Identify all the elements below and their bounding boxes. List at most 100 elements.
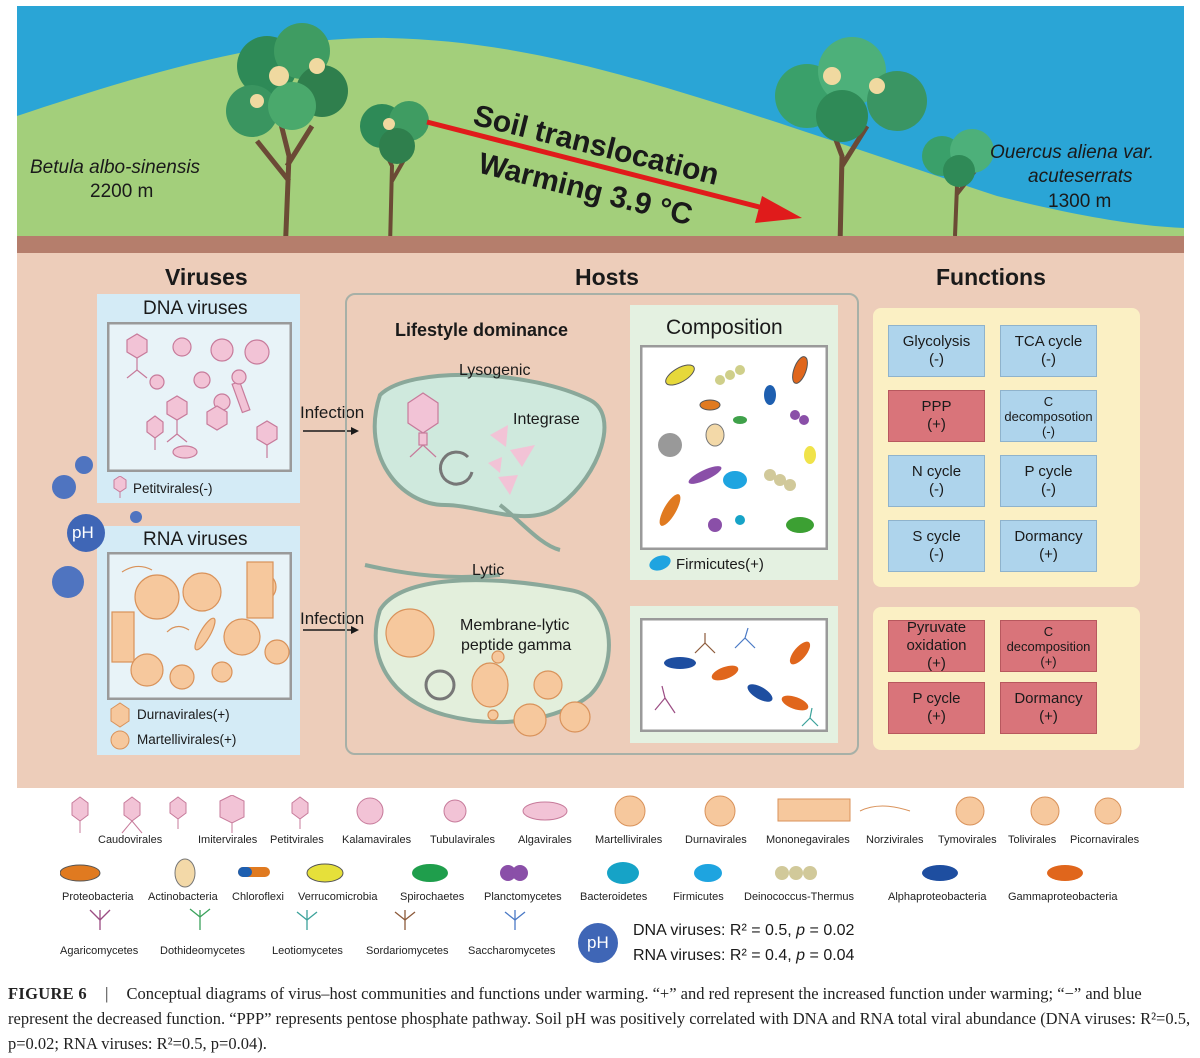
legend-verrucomicrobia: Verrucomicrobia	[298, 891, 378, 903]
tree-icon	[775, 37, 927, 247]
legend-petitvirales: Petitvirales	[270, 834, 324, 846]
infection-label-dna: Infection	[300, 403, 365, 422]
function-sign: (-)	[1041, 481, 1056, 498]
legend-agaricomycetes: Agaricomycetes	[60, 945, 139, 957]
legend-actinobacteria: Actinobacteria	[148, 891, 218, 903]
legend-spirochaetes: Spirochaetes	[400, 891, 465, 903]
left-site-species: Betula albo-sinensis	[30, 157, 201, 178]
lytic-label: Lytic	[472, 562, 505, 579]
tree-icon	[226, 23, 348, 251]
function-dormancy-increased: Dormancy (+)	[1000, 682, 1097, 734]
infection-label-rna: Infection	[300, 609, 365, 628]
legend-kalamavirales: Kalamavirales	[342, 834, 412, 846]
legend-sordariomycetes: Sordariomycetes	[366, 945, 449, 957]
rna-virus-illustration	[107, 552, 292, 700]
caption-text: Conceptual diagrams of virus–host commun…	[8, 984, 1191, 1053]
peptide-gamma-label: peptide gamma	[461, 637, 572, 654]
function-name: TCA cycle	[1014, 333, 1083, 350]
dna-legend-petitvirales: Petitvirales(-)	[133, 481, 213, 496]
function-name-2: oxidation	[906, 637, 967, 654]
composition-title: Composition	[666, 316, 783, 339]
rna-legend-icons	[110, 702, 130, 750]
function-sign: (+)	[927, 708, 946, 725]
function-sign: (-)	[1041, 351, 1056, 368]
legend-planctomycetes: Planctomycetes	[484, 891, 562, 903]
rna-legend-durnavirales: Durnavirales(+)	[137, 707, 230, 722]
membrane-lytic-label: Membrane-lytic	[460, 617, 570, 634]
function-name: C	[1043, 393, 1054, 409]
function-sign: (+)	[1039, 546, 1058, 563]
function-sign: (-)	[929, 351, 944, 368]
hosts-heading: Hosts	[575, 264, 639, 290]
legend-ph-label: pH	[587, 933, 609, 952]
caption-label: FIGURE 6	[8, 984, 87, 1003]
legend-durnavirales: Durnavirales	[685, 834, 747, 846]
integrase-label: Integrase	[513, 411, 580, 428]
warming-arrow	[426, 119, 768, 212]
function-name: P cycle	[912, 690, 961, 707]
legend-alphaproteobacteria: Alphaproteobacteria	[888, 891, 987, 903]
rna-legend-martellivirales: Martellivirales(+)	[137, 732, 237, 747]
tree-icon	[360, 101, 429, 247]
stats-dna-p: p	[796, 922, 806, 939]
tree-icon	[922, 129, 994, 237]
function-c-decomposotion: C decomposotion (-)	[1000, 390, 1097, 442]
bacteria-illustration-1	[640, 345, 828, 550]
caption-separator: |	[105, 984, 109, 1003]
function-sign: (+)	[927, 416, 946, 433]
legend-tubulavirales: Tubulavirales	[430, 834, 496, 846]
function-sign: (+)	[927, 655, 946, 672]
petitvirales-icon	[113, 476, 127, 498]
legend-deinococcus-thermus: Deinococcus-Thermus	[744, 891, 855, 903]
legend-leotiomycetes: Leotiomycetes	[272, 945, 343, 957]
function-name: Dormancy	[1014, 528, 1083, 545]
rna-viruses-title: RNA viruses	[143, 529, 248, 550]
dna-viruses-title: DNA viruses	[143, 298, 248, 319]
function-p-cycle-increased: P cycle (+)	[888, 682, 985, 734]
legend-saccharomycetes: Saccharomycetes	[468, 945, 556, 957]
legend-tymovirales: Tymovirales	[938, 834, 997, 846]
function-name: N cycle	[911, 463, 962, 480]
firmicutes-label: Firmicutes(+)	[676, 556, 764, 573]
right-site-species: Ouercus aliena var.	[990, 142, 1155, 163]
legend-picornavirales: Picornavirales	[1070, 834, 1140, 846]
legend-martellivirales: Martellivirales	[595, 834, 663, 846]
legend-firmicutes: Firmicutes	[673, 891, 724, 903]
soil-surface-band	[17, 236, 1184, 253]
function-p-cycle: P cycle (-)	[1000, 455, 1097, 507]
hosts-panel	[345, 293, 859, 755]
stats-dna-text: DNA viruses: R² = 0.5,	[633, 922, 797, 939]
firmicutes-icon	[649, 555, 671, 571]
function-name: P cycle	[1024, 463, 1073, 480]
function-n-cycle: N cycle (-)	[888, 455, 985, 507]
function-name: Pyruvate	[906, 619, 967, 636]
function-name: PPP	[921, 398, 952, 415]
bacteria-illustration-2	[640, 618, 828, 732]
legend-imitervirales: Imitervirales	[198, 834, 258, 846]
legend-stats-dna: DNA viruses: R² = 0.5, p = 0.02	[633, 922, 854, 940]
ph-label: pH	[72, 523, 94, 542]
function-dormancy: Dormancy (+)	[1000, 520, 1097, 572]
lysogenic-label: Lysogenic	[459, 362, 531, 379]
function-tca-cycle: TCA cycle (-)	[1000, 325, 1097, 377]
function-glycolysis: Glycolysis (-)	[888, 325, 985, 377]
functions-heading: Functions	[936, 264, 1046, 290]
left-site-elevation: 2200 m	[90, 181, 154, 202]
legend-algavirales: Algavirales	[518, 834, 572, 846]
function-name: Glycolysis	[902, 333, 971, 350]
function-ppp: PPP (+)	[888, 390, 985, 442]
ph-bubbles	[52, 456, 142, 598]
cells-illustration	[364, 372, 611, 737]
function-sign: (+)	[1040, 653, 1057, 669]
stats-dna-value: = 0.02	[805, 922, 855, 939]
arrow-head	[755, 196, 802, 223]
legend-stats-rna: RNA viruses: R² = 0.4, p = 0.04	[633, 947, 854, 965]
stats-rna-p: p	[796, 947, 806, 964]
right-site-elevation: 1300 m	[1048, 191, 1112, 212]
legend-gammaproteobacteria: Gammaproteobacteria	[1008, 891, 1118, 903]
viruses-heading: Viruses	[165, 264, 248, 290]
legend-norzivirales: Norzivirales	[866, 834, 924, 846]
function-name: S cycle	[912, 528, 961, 545]
figure-caption: FIGURE 6 | Conceptual diagrams of virus–…	[8, 981, 1194, 1056]
